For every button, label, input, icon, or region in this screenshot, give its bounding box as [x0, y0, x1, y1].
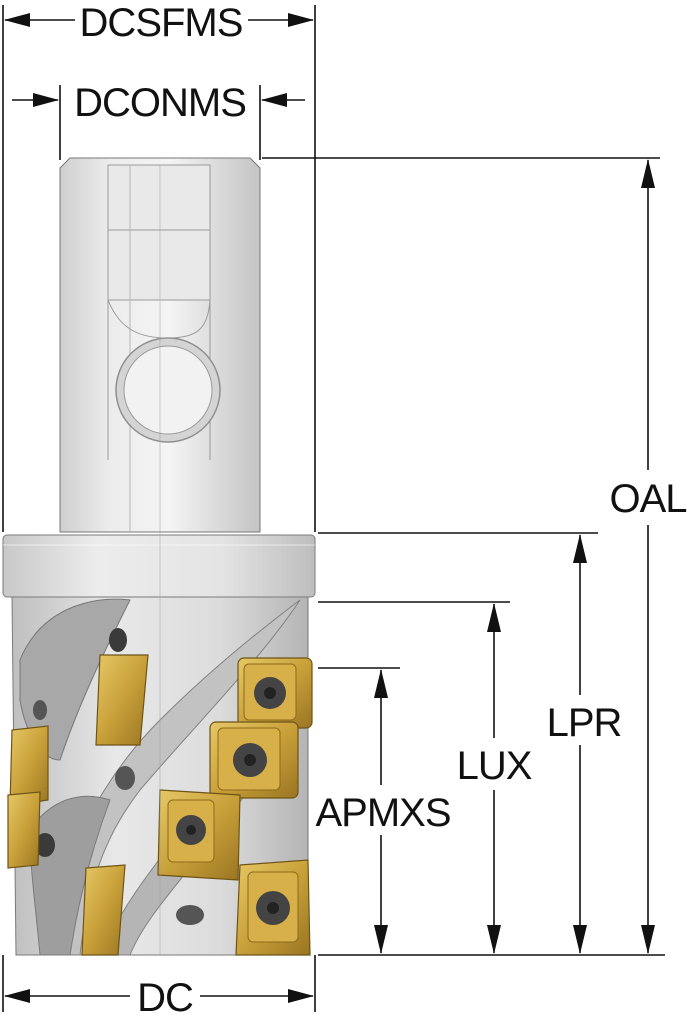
- dim-apmxs: [374, 669, 388, 954]
- insert-1: [95, 654, 149, 746]
- label-lpr: LPR: [547, 701, 622, 745]
- dimension-lines: [2, 5, 665, 1012]
- insert-6: [209, 721, 299, 799]
- insert-5: [237, 657, 313, 729]
- milling-cutter: [2, 157, 316, 956]
- dim-dconms: [12, 93, 305, 107]
- insert-3: [7, 791, 41, 869]
- label-lux: LUX: [457, 744, 532, 788]
- dim-lpr: [573, 534, 587, 954]
- insert-4: [81, 864, 126, 956]
- dim-dc: [4, 989, 314, 1003]
- insert-2: [9, 725, 49, 807]
- insert-7: [157, 789, 241, 881]
- label-dc: DC: [137, 976, 193, 1020]
- label-dcsfms: DCSFMS: [80, 1, 243, 45]
- label-dconms: DCONMS: [74, 81, 246, 125]
- dim-lux: [487, 603, 501, 954]
- dim-dcsfms: [4, 13, 314, 27]
- insert-8: [235, 859, 311, 956]
- label-apmxs: APMXS: [315, 791, 450, 835]
- collar: [2, 534, 316, 598]
- label-oal: OAL: [609, 477, 686, 521]
- dimension-labels: DCSFMS DCONMS OAL LPR LUX APMXS DC: [74, 1, 687, 1020]
- dim-oal: [641, 159, 655, 954]
- inserts: [7, 654, 313, 956]
